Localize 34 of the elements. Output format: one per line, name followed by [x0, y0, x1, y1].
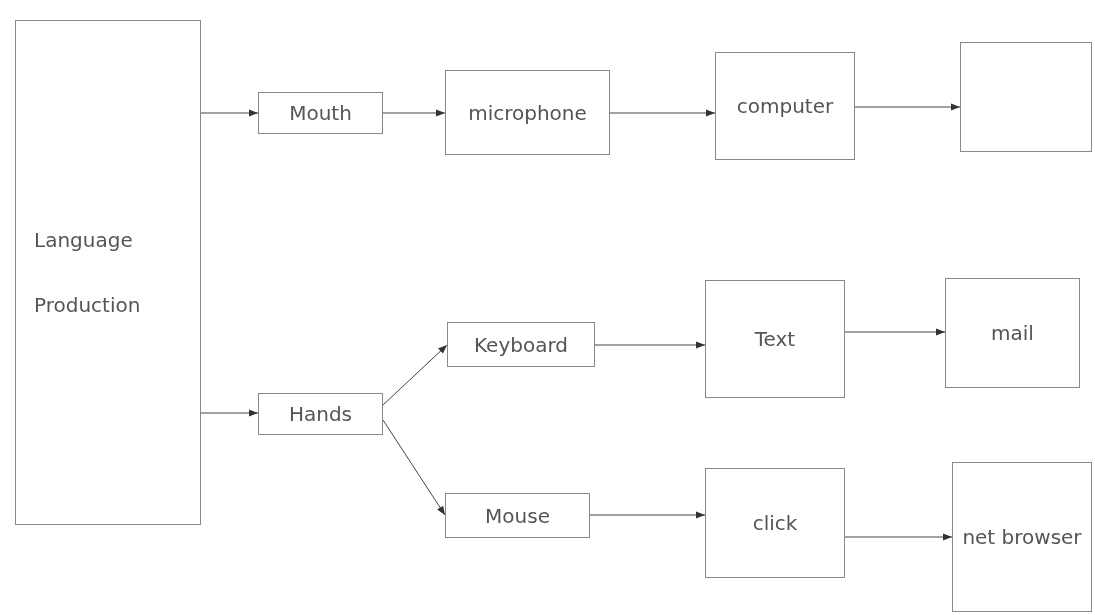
process-box: [715, 52, 855, 160]
node-label: Mouth: [289, 101, 352, 125]
node-label: computer: [736, 94, 834, 118]
process-box: [15, 20, 201, 525]
arrow: [382, 109, 446, 117]
arrow: [382, 419, 446, 516]
node-label: mail: [991, 321, 1034, 345]
process-box: [447, 322, 595, 367]
process-box: [445, 493, 590, 538]
process-box: [258, 393, 383, 435]
empty-box: [960, 42, 1092, 152]
process-box: [705, 468, 845, 578]
node-label: click: [752, 511, 798, 535]
process-box: [952, 462, 1092, 612]
arrow: [844, 533, 953, 541]
process-box: [445, 70, 610, 155]
arrow: [200, 109, 259, 117]
node-label: Language Production: [34, 226, 142, 319]
arrow: [382, 344, 448, 406]
process-box: [945, 278, 1080, 388]
node-label: microphone: [468, 100, 587, 125]
arrow: [854, 103, 961, 111]
arrow: [200, 409, 259, 417]
process-box: [705, 280, 845, 398]
node-label: Keyboard: [474, 332, 568, 357]
arrow: [609, 109, 716, 117]
arrow: [589, 511, 706, 519]
node-label: net browser: [962, 525, 1082, 549]
process-box: [258, 92, 383, 134]
node-label: Mouse: [485, 503, 550, 528]
node-label: Text: [754, 327, 796, 351]
node-label: Hands: [288, 402, 353, 426]
arrow: [844, 328, 946, 336]
arrow: [594, 341, 706, 349]
